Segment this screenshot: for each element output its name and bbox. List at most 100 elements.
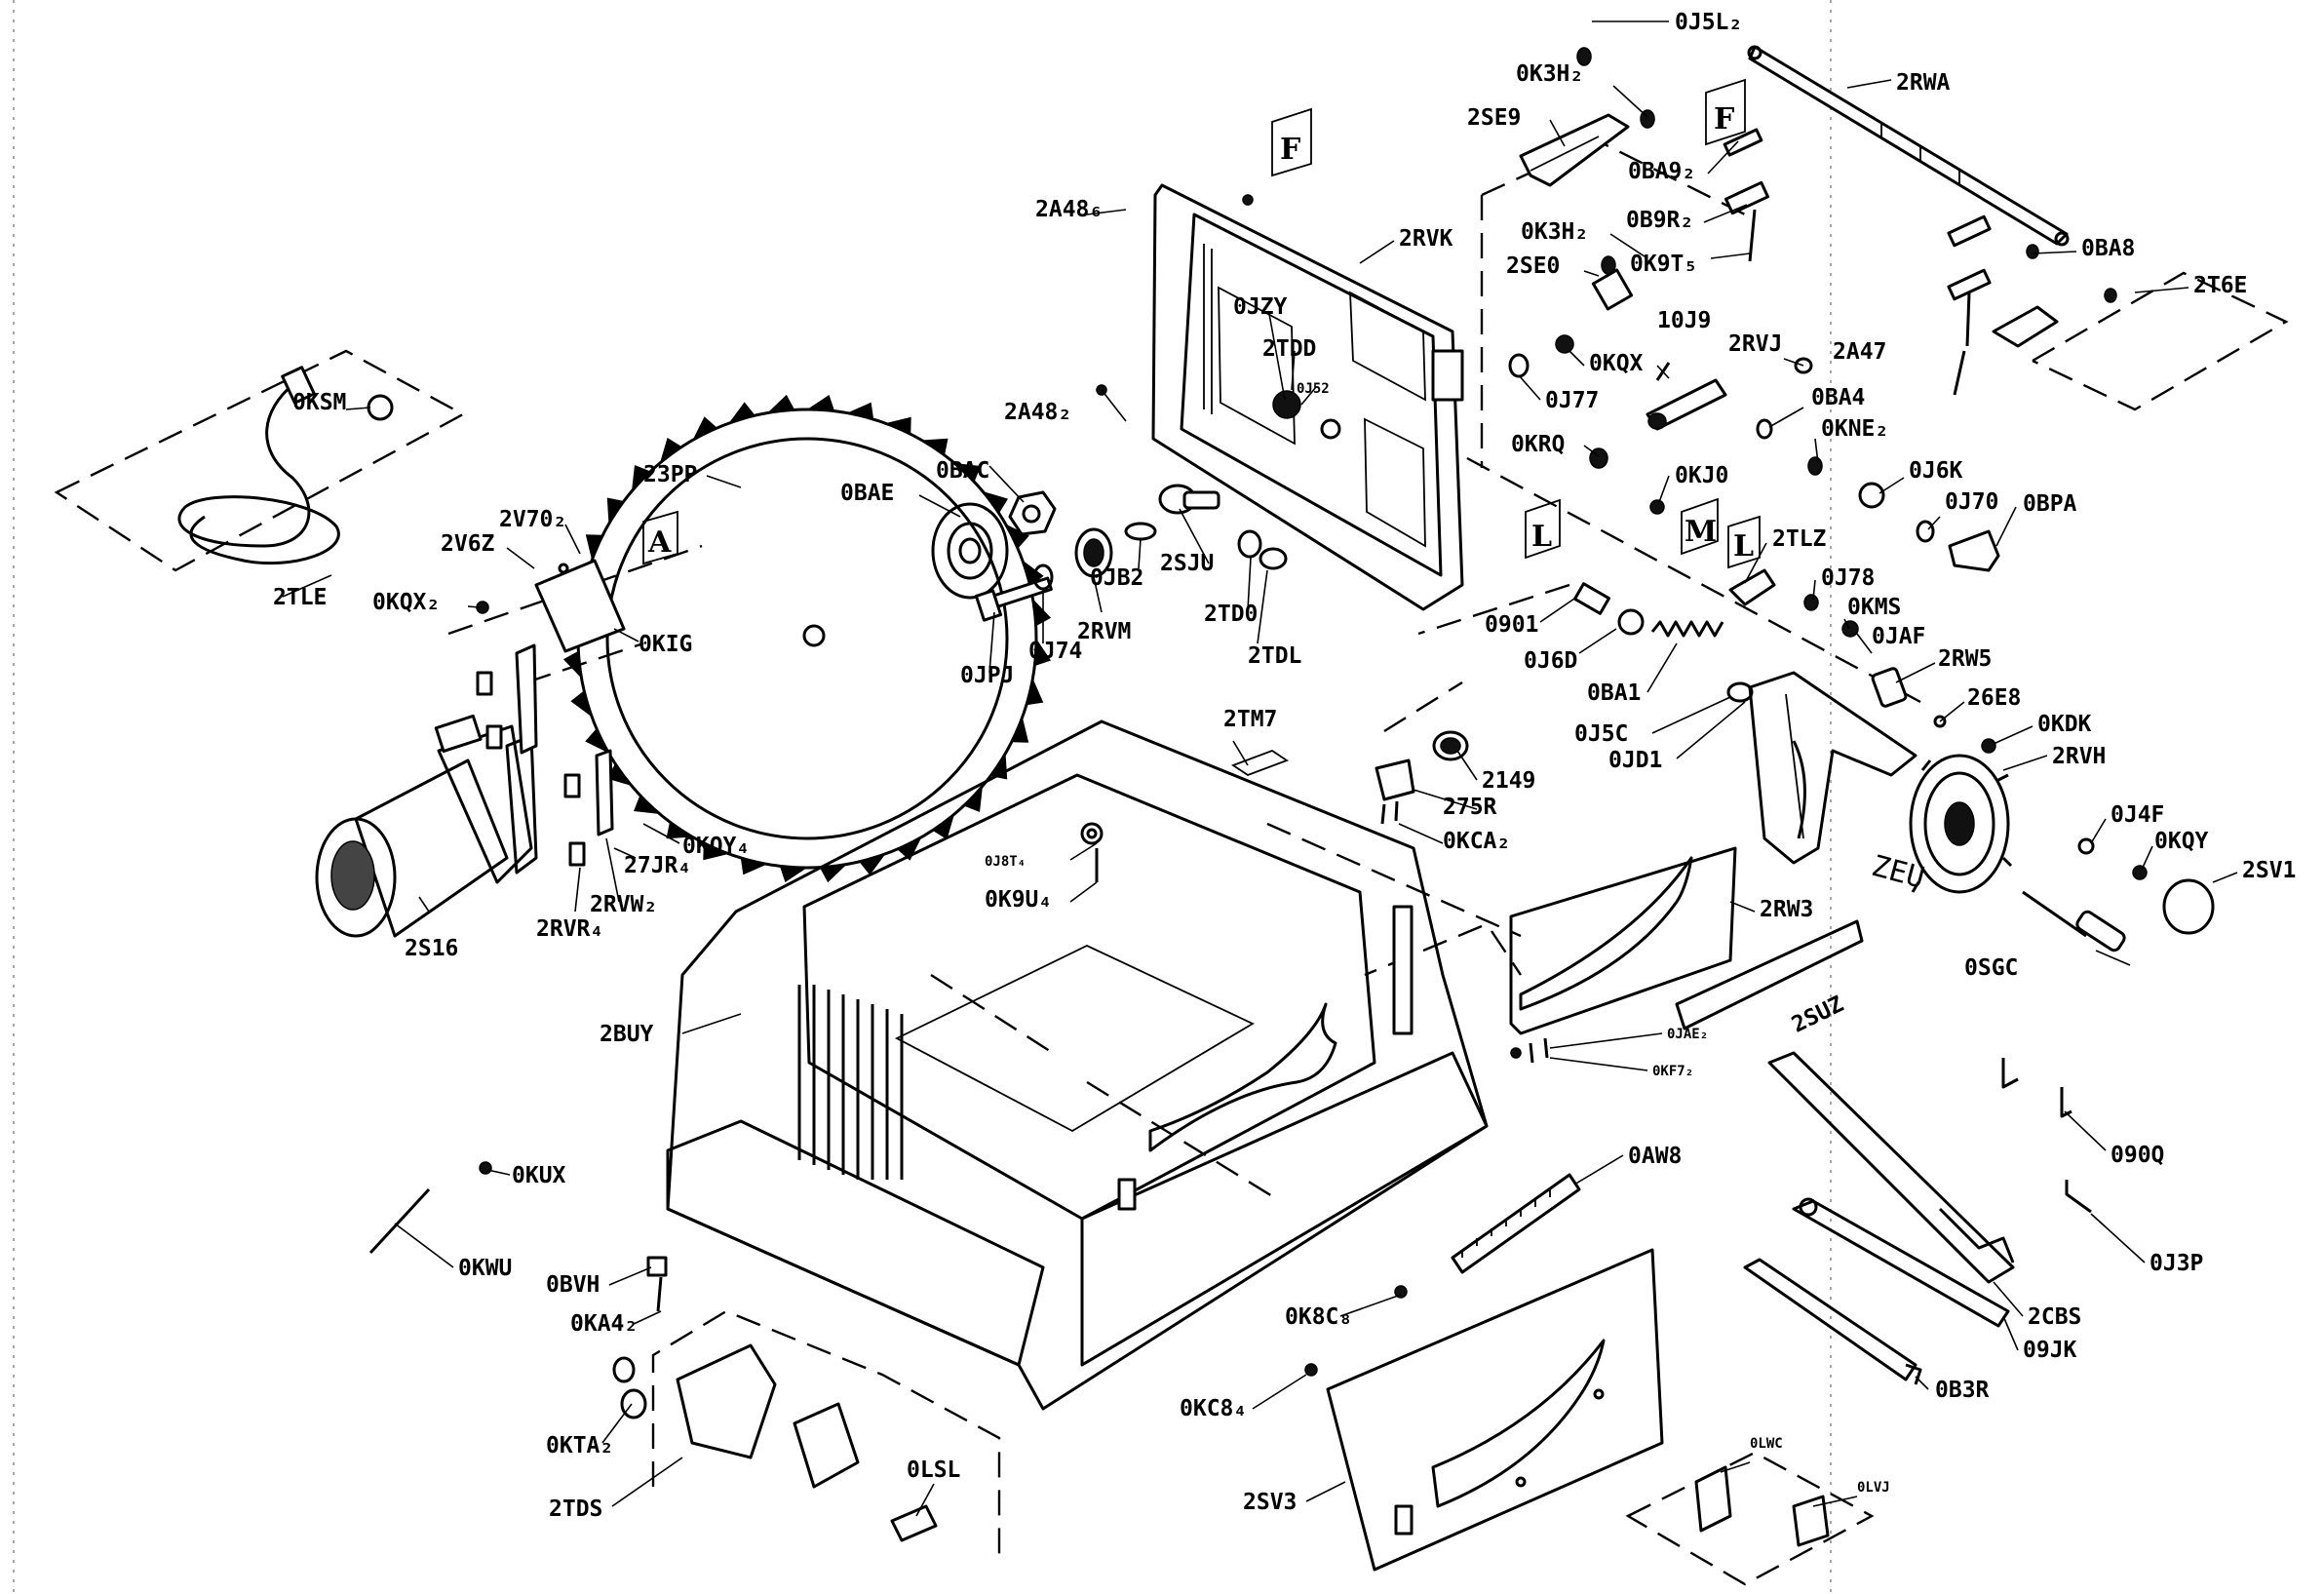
leader-lines: [282, 20, 2238, 1517]
switch-box-icon: [612, 1343, 938, 1542]
label-09JK: 09JK: [2023, 1338, 2077, 1363]
label-0K8C8: 0K8C₈: [1285, 1304, 1352, 1330]
axis-rw3: [1491, 930, 1522, 976]
label-0JAE2: 0JAE₂: [1667, 1027, 1708, 1042]
label-2RVJ: 2RVJ: [1728, 331, 1782, 357]
spindle-icon: [1124, 484, 1288, 570]
label-2TDS: 2TDS: [549, 1497, 602, 1522]
label-2A48-6: 2A48₆: [1035, 197, 1103, 222]
label-0LSL: 0LSL: [907, 1458, 960, 1483]
label-0JZY: 0JZY: [1233, 294, 1288, 320]
label-0KWU: 0KWU: [458, 1256, 512, 1281]
label-0BPA: 0BPA: [2023, 491, 2077, 517]
motor-plate-parts-icon: [476, 559, 626, 867]
label-0JPJ: 0JPJ: [960, 663, 1014, 688]
bottom-plate-icon: [1326, 1248, 1664, 1572]
cord-group-box: [54, 349, 466, 572]
blade-tooth: [807, 395, 835, 411]
blade-tooth: [703, 842, 729, 861]
label-275R: 275R: [1443, 795, 1497, 820]
label-2A48-2: 2A48₂: [1004, 400, 1071, 425]
blade-tooth: [606, 497, 625, 525]
fence-clamp-group-box: [2032, 271, 2289, 411]
lock-bar-icon: [1646, 357, 1813, 431]
label-0B3R: 0B3R: [1935, 1378, 1990, 1403]
label-0KC84: 0KC8₄: [1180, 1396, 1247, 1421]
label-0901: 0901: [1485, 612, 1538, 638]
elevation-handwheel-icon: [1909, 754, 2013, 894]
callout-L-center: L: [1525, 498, 1561, 560]
label-2RVM: 2RVM: [1077, 619, 1131, 644]
label-0J6D: 0J6D: [1524, 648, 1577, 674]
blade-tooth: [819, 864, 847, 883]
label-0KDK: 0KDK: [2037, 712, 2092, 737]
blade-tooth: [740, 857, 768, 875]
guard-clip-icon: [1694, 1465, 1830, 1547]
label-090Q: 090Q: [2111, 1143, 2164, 1168]
bevel-scale-plate-icon: [1509, 846, 1737, 1064]
axis-motor-plate: [525, 641, 644, 684]
label-2SE9: 2SE9: [1467, 105, 1521, 131]
axis-arbor: [1466, 456, 1921, 704]
rear-rail-icon: [1747, 45, 2070, 247]
arbor-flange-icon: [931, 490, 1057, 600]
saw-base-housing-icon: [666, 719, 1489, 1411]
fence-latch-icon: [1519, 113, 1630, 187]
rail-brackets-icon: [1508, 47, 1770, 378]
callout-letters: F F A L L M: [642, 78, 1761, 569]
blade-tooth: [692, 416, 717, 441]
label-2149: 2149: [1482, 768, 1535, 794]
label-0J6K: 0J6K: [1909, 458, 1963, 484]
blade-tooth: [634, 795, 660, 815]
axis-trunnion: [1383, 680, 1463, 733]
label-0BA92: 0BA9₂: [1628, 159, 1695, 184]
blade-tooth: [659, 438, 682, 463]
blade-tooth: [606, 763, 632, 787]
blade-tooth: [570, 690, 593, 718]
label-2TDD: 2TDD: [1262, 336, 1316, 362]
blade-wrench-icon: [1743, 1258, 1922, 1385]
label-0K9T5: 0K9T₅: [1630, 252, 1697, 277]
drive-gear-icon: [1074, 527, 1113, 578]
label-0J52: 0J52: [1297, 381, 1330, 397]
label-0KCA2: 0KCA₂: [1443, 829, 1510, 854]
label-0JD1: 0JD1: [1608, 748, 1662, 773]
svg-text:F: F: [1714, 102, 1734, 136]
elevation-shaft-icon: [2022, 890, 2126, 953]
blade-tooth: [767, 394, 795, 413]
power-cord-icon: [177, 366, 394, 565]
label-0KUX: 0KUX: [512, 1163, 566, 1188]
label-2SJU: 2SJU: [1160, 551, 1214, 576]
blade-tooth: [585, 728, 609, 754]
label-2SV1: 2SV1: [2242, 858, 2296, 883]
callout-A: A: [642, 510, 678, 565]
label-2SE0: 2SE0: [1506, 253, 1560, 279]
blade-tooth: [666, 821, 693, 839]
label-0KF72: 0KF7₂: [1652, 1064, 1693, 1079]
label-2TD0: 2TD0: [1204, 602, 1258, 627]
plate-label-icon: [1231, 749, 1289, 777]
motor-bracket-housing-icon: [1151, 183, 1464, 611]
label-2V702: 2V70₂: [499, 507, 566, 532]
label-2RVW2: 2RVW₂: [590, 892, 657, 917]
label-0J5C: 0J5C: [1574, 721, 1628, 747]
label-0J5L2: 0J5L₂: [1675, 10, 1742, 35]
bevel-lock-parts-icon: [1756, 418, 2000, 572]
label-0K9U4: 0K9U₄: [985, 887, 1052, 913]
blade-tooth: [932, 814, 955, 839]
label-0BVH: 0BVH: [546, 1272, 600, 1298]
label-2BUY: 2BUY: [600, 1022, 654, 1047]
label-0KQY: 0KQY: [2154, 829, 2209, 854]
blade-tooth: [1034, 639, 1051, 667]
axis-scale: [1364, 924, 1483, 977]
label-23PP: 23PP: [643, 462, 697, 487]
blade-tooth: [885, 416, 911, 435]
blade-tooth: [1005, 524, 1029, 549]
callout-F-right: F: [1705, 78, 1746, 146]
label-0KA42: 0KA4₂: [570, 1311, 638, 1337]
label-0J8T4: 0J8T₄: [985, 854, 1026, 870]
label-2SUZ: 2SUZ: [1788, 991, 1847, 1038]
label-0KRQ: 0KRQ: [1511, 432, 1565, 457]
label-0K3H2-top: 0K3H₂: [1516, 61, 1583, 87]
blade-tooth: [963, 786, 984, 812]
